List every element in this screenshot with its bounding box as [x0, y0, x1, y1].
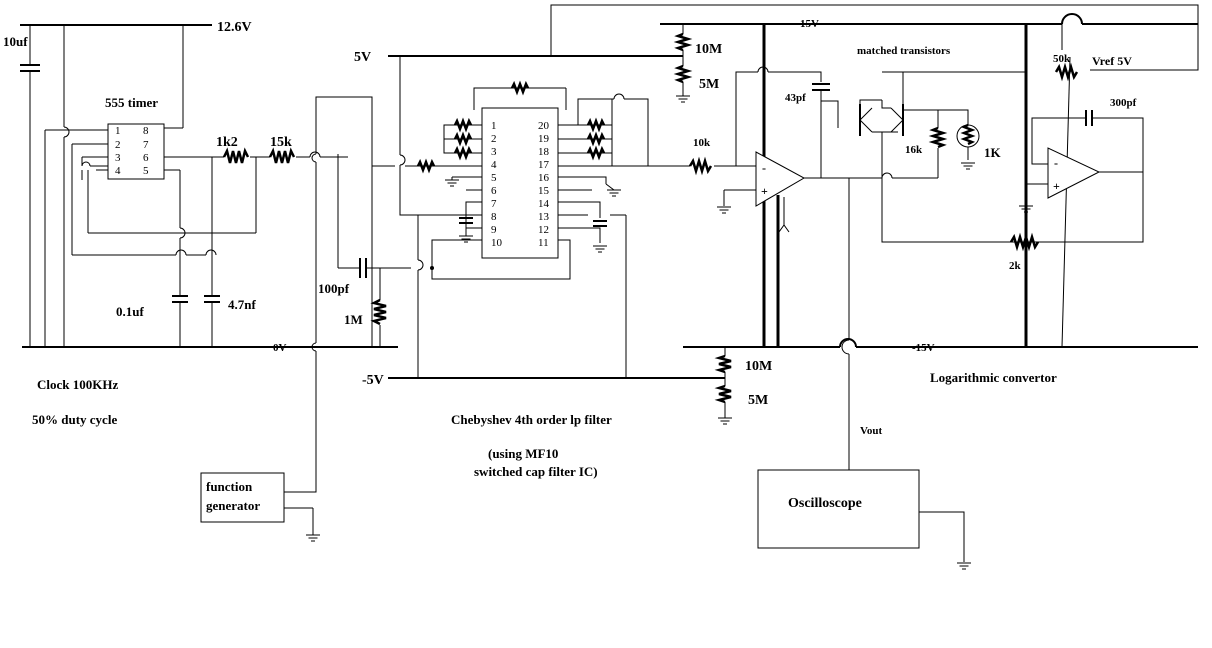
- label-15k: 15k: [270, 135, 292, 150]
- label-transistors: matched transistors: [857, 45, 951, 57]
- opamp-1: [755, 151, 806, 207]
- pin-mf10-15: 15: [538, 185, 550, 197]
- opamp-2-plus: +: [1053, 179, 1060, 193]
- opamp-1-plus: +: [761, 184, 768, 198]
- rail-neg15v: [683, 338, 1198, 348]
- log-wiring: [648, 24, 1144, 470]
- label-5v: 5V: [354, 50, 371, 65]
- pin-mf10-14: 14: [538, 198, 550, 210]
- pin-mf10-20: 20: [538, 120, 550, 132]
- bias-top: [673, 24, 693, 103]
- pin-mf10-9: 9: [491, 224, 497, 236]
- cap-4n7: [204, 295, 220, 347]
- label-43pf: 43pf: [785, 92, 806, 104]
- filter-subcaption2: switched cap filter IC): [474, 464, 598, 479]
- log-caption: Logarithmic convertor: [930, 370, 1057, 385]
- ic-mf10: [481, 107, 559, 259]
- pin-mf10-16: 16: [538, 172, 550, 184]
- oscilloscope: [757, 469, 920, 549]
- rail-15v: [660, 13, 1198, 25]
- resistor-15k: [268, 147, 296, 164]
- label-12v6: 12.6V: [217, 20, 252, 35]
- clock-caption: Clock 100KHz: [37, 377, 118, 392]
- resistor-1k2: [222, 147, 250, 164]
- pin-mf10-7: 7: [491, 198, 497, 210]
- label-15v: 15V: [800, 18, 819, 30]
- lamp-1k: [956, 123, 980, 148]
- pin-555-5: 5: [143, 165, 149, 177]
- label-1k-lamp: 1K: [984, 145, 1002, 160]
- cap-0u1: [172, 295, 188, 347]
- opamp-1-minus: -: [762, 161, 766, 175]
- label-vref: Vref 5V: [1092, 54, 1132, 68]
- label-4n7: 4.7nf: [228, 297, 256, 312]
- cap-10uf: [20, 25, 40, 347]
- label-1k2: 1k2: [216, 135, 238, 150]
- label-vout: Vout: [860, 425, 883, 437]
- pin-555-3: 3: [115, 152, 121, 164]
- filter-subcaption1: (using MF10: [488, 446, 558, 461]
- label-50k: 50k: [1053, 53, 1071, 65]
- pin-555-8: 8: [143, 125, 149, 137]
- opamp-2-minus: -: [1054, 156, 1058, 170]
- opamp-2: [1047, 147, 1101, 199]
- pin-mf10-13: 13: [538, 211, 550, 223]
- pin-mf10-1: 1: [491, 120, 497, 132]
- pin-mf10-10: 10: [491, 237, 503, 249]
- scope-ground: [919, 511, 972, 570]
- label-bias-top-10m: 10M: [695, 42, 722, 57]
- pin-mf10-11: 11: [538, 237, 549, 249]
- pin-555-4: 4: [115, 165, 121, 177]
- resistor-1m: [370, 298, 387, 326]
- filter-wiring: [372, 56, 649, 378]
- pin-555-2: 2: [115, 139, 121, 151]
- resistor-2k: [1009, 232, 1040, 252]
- pin-mf10-6: 6: [491, 185, 497, 197]
- pin-555-7: 7: [143, 139, 149, 151]
- label-bias-bot-5m: 5M: [748, 393, 768, 408]
- label-1m: 1M: [344, 312, 363, 327]
- clock-duty-caption: 50% duty cycle: [32, 412, 117, 427]
- label-10uf: 10uf: [3, 34, 28, 49]
- pin-mf10-8: 8: [491, 211, 497, 223]
- func-gen-line1: function: [206, 479, 253, 494]
- label-neg5v: -5V: [362, 373, 384, 388]
- label-10k: 10k: [693, 137, 711, 149]
- oscilloscope-label: Oscilloscope: [788, 496, 862, 511]
- label-neg15v: -15V: [912, 342, 935, 354]
- filter-resistors: [416, 80, 606, 174]
- pin-mf10-19: 19: [538, 133, 550, 145]
- func-gen-wiring: [284, 96, 373, 542]
- pin-mf10-4: 4: [491, 159, 497, 171]
- label-100pf: 100pf: [318, 281, 350, 296]
- resistor-50k: [1054, 62, 1079, 82]
- pin-mf10-12: 12: [538, 224, 549, 236]
- ic-555: [107, 123, 165, 180]
- pin-555-6: 6: [143, 152, 149, 164]
- label-bias-bot-10m: 10M: [745, 359, 772, 374]
- label-16k: 16k: [905, 144, 923, 156]
- func-gen-line2: generator: [206, 498, 260, 513]
- label-bias-top-5m: 5M: [699, 77, 719, 92]
- label-0u1: 0.1uf: [116, 304, 144, 319]
- filter-caption: Chebyshev 4th order lp filter: [451, 412, 612, 427]
- bias-bottom: [714, 347, 733, 425]
- pin-mf10-17: 17: [538, 159, 550, 171]
- pin-555-1: 1: [115, 125, 121, 137]
- pin-mf10-18: 18: [538, 146, 550, 158]
- resistor-10k: [688, 156, 713, 176]
- pin-mf10-3: 3: [491, 146, 497, 158]
- wire-5v-to-vref: [550, 4, 1199, 71]
- clock-wiring: [44, 25, 348, 347]
- resistor-16k: [928, 126, 948, 149]
- label-0v: 0V: [273, 342, 287, 354]
- label-300pf: 300pf: [1110, 97, 1137, 109]
- label-555: 555 timer: [105, 95, 158, 110]
- pin-mf10-5: 5: [491, 172, 497, 184]
- function-generator: [200, 472, 285, 523]
- cap-100pf: [337, 154, 411, 347]
- label-2k: 2k: [1009, 260, 1022, 272]
- pin-mf10-2: 2: [491, 133, 497, 145]
